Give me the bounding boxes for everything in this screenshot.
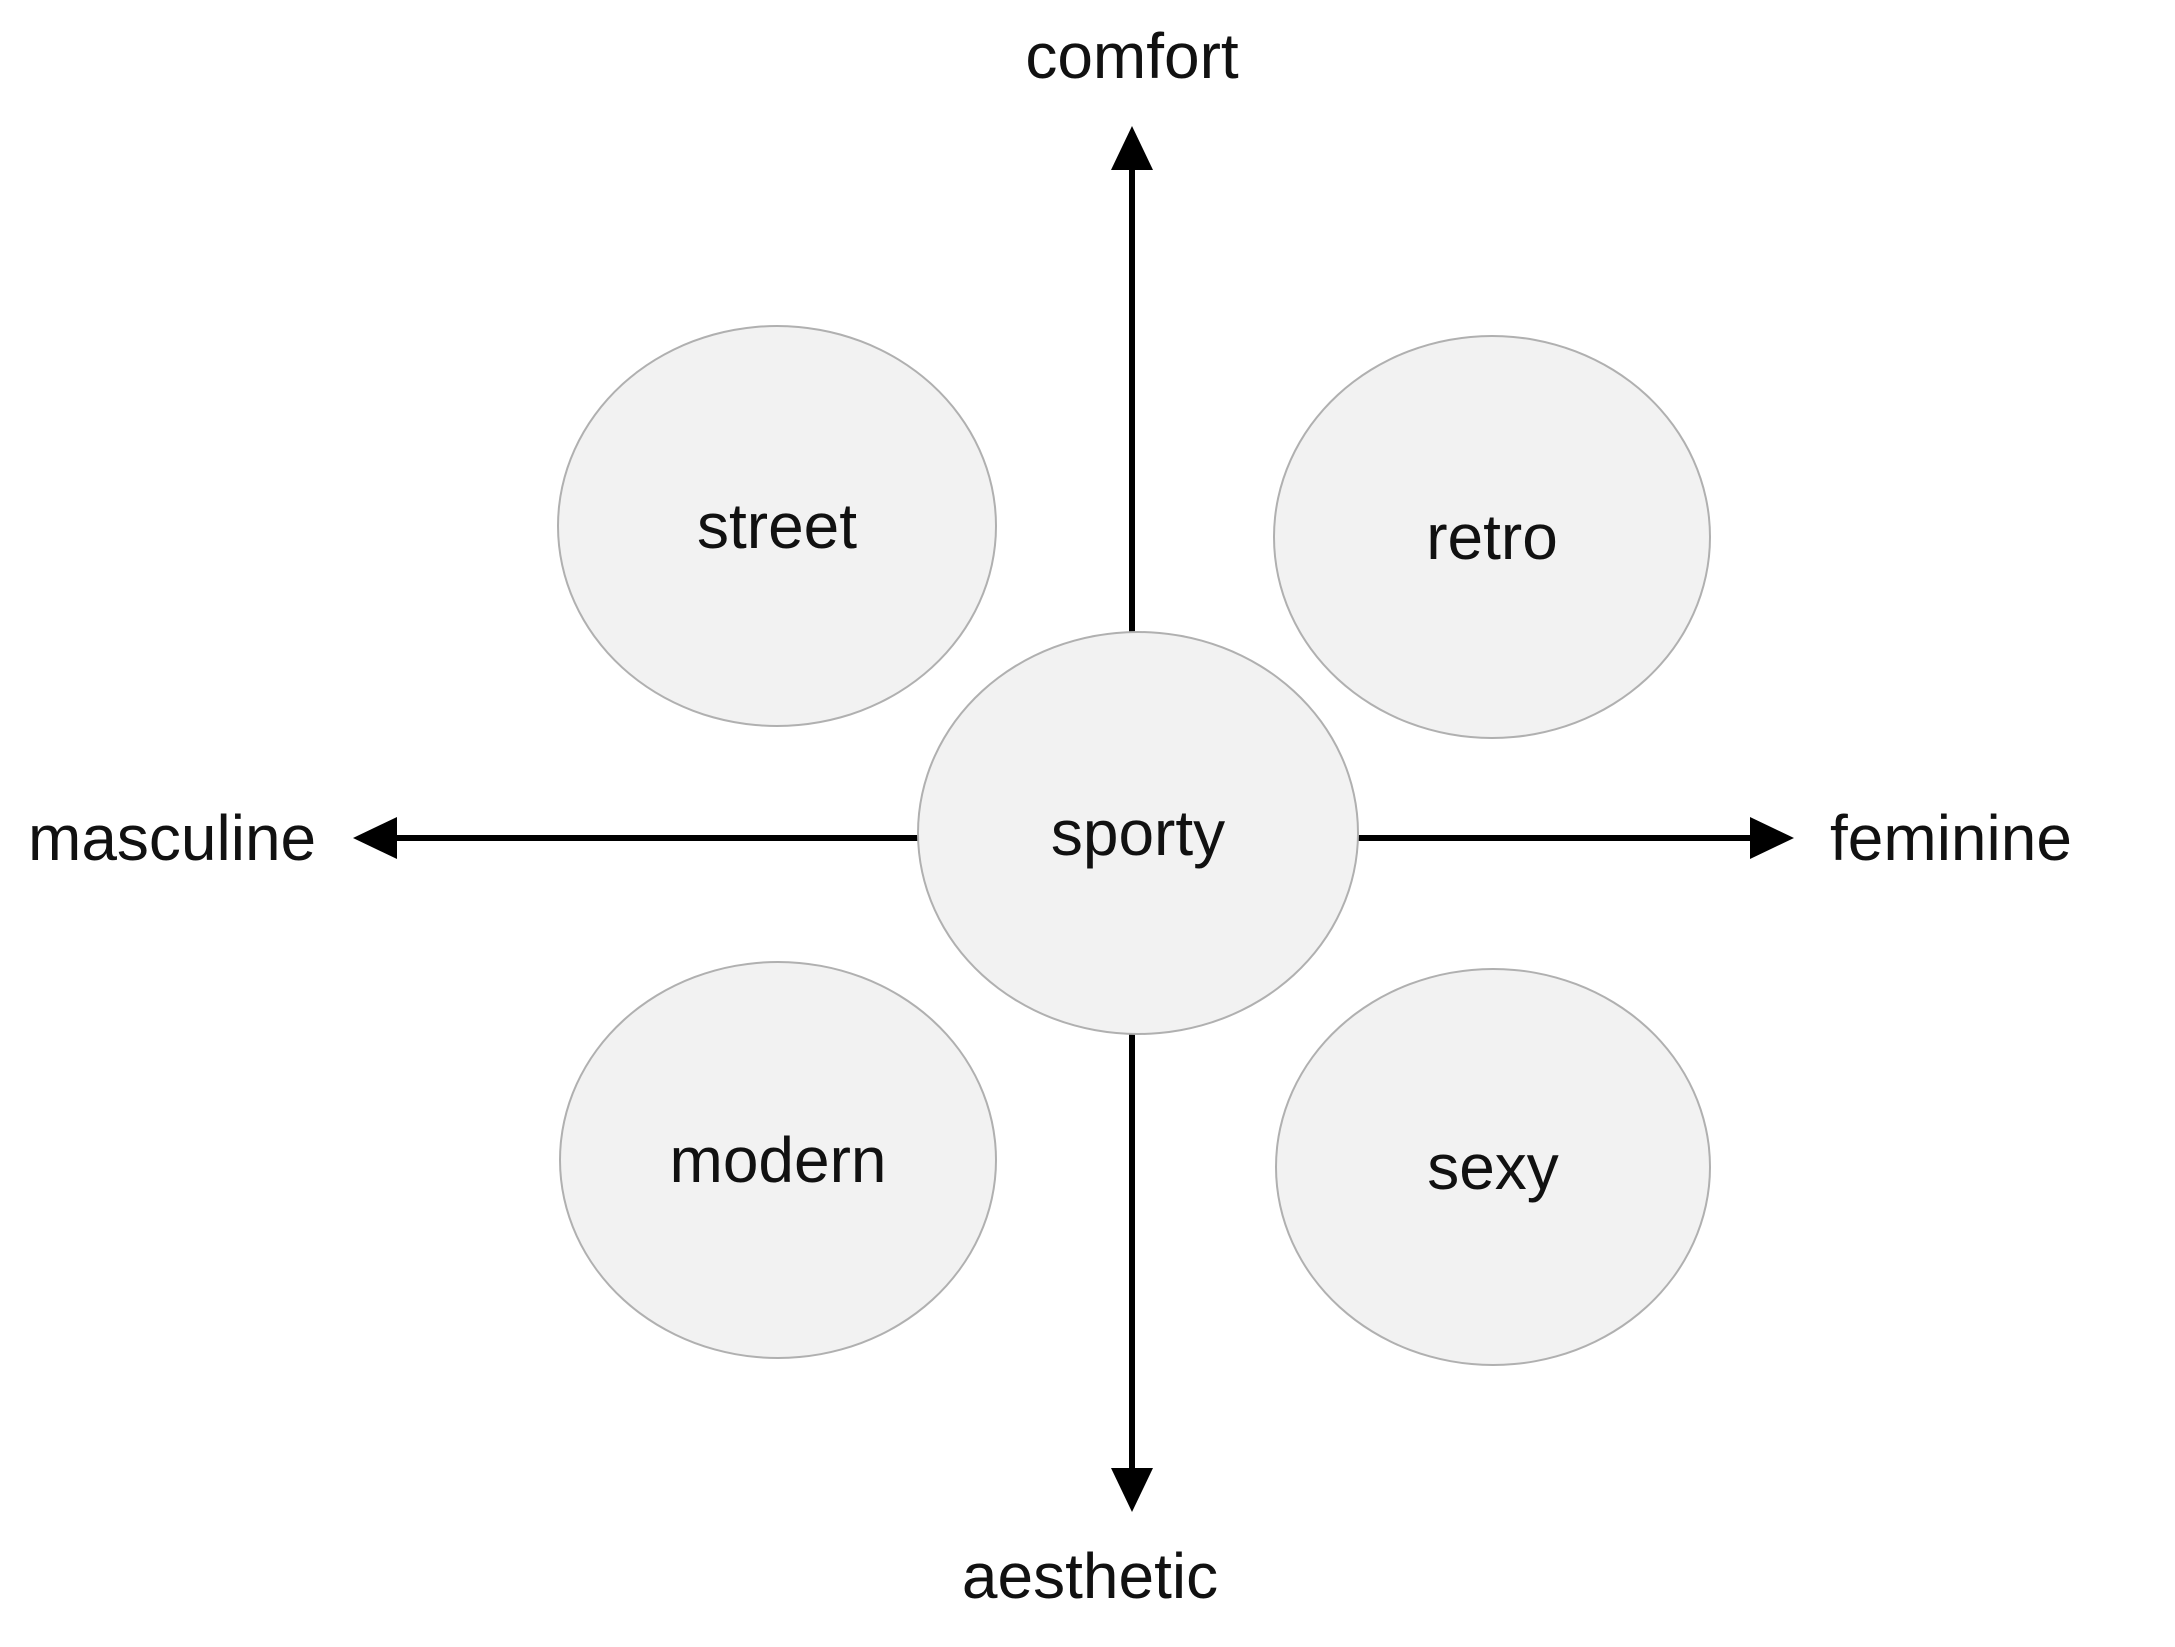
arrowhead-right-icon [1750, 817, 1794, 859]
axis-label-feminine: feminine [1830, 802, 2072, 874]
axis-label-aesthetic: aesthetic [961, 1540, 1219, 1612]
node-street: street [557, 325, 997, 727]
node-modern: modern [559, 961, 997, 1359]
node-sporty-label: sporty [1050, 797, 1226, 869]
axis-label-masculine: masculine [28, 802, 317, 874]
arrowhead-up-icon [1111, 126, 1153, 170]
axis-label-comfort: comfort [1025, 20, 1239, 92]
arrowhead-left-icon [353, 817, 397, 859]
node-street-label: street [696, 490, 858, 562]
arrowhead-down-icon [1111, 1468, 1153, 1512]
node-modern-label: modern [669, 1124, 887, 1196]
node-sexy: sexy [1275, 968, 1711, 1366]
node-retro-label: retro [1426, 501, 1558, 573]
node-sexy-label: sexy [1427, 1131, 1559, 1203]
node-sporty: sporty [917, 631, 1359, 1035]
node-retro: retro [1273, 335, 1711, 739]
